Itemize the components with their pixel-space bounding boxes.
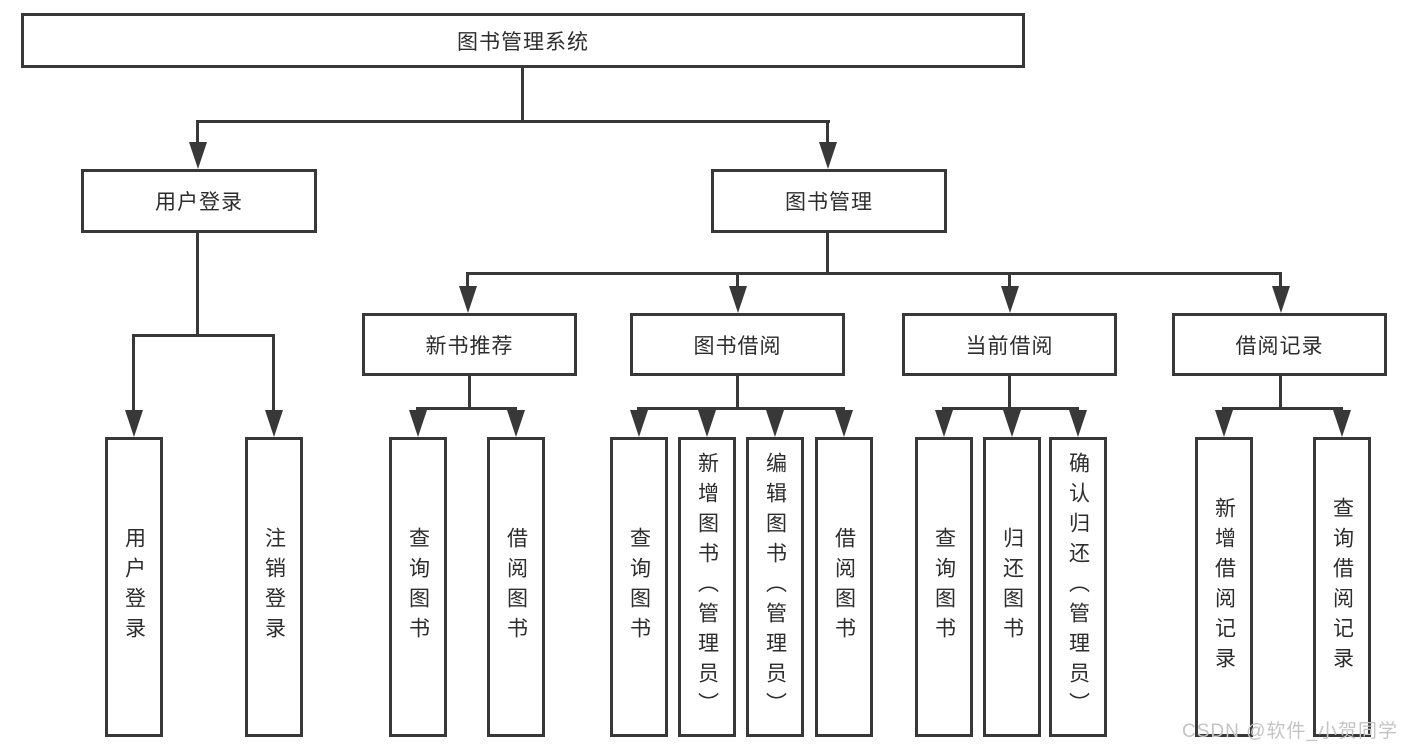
arrow-down-icon <box>459 286 477 313</box>
node-book-mgmt-label: 图书管理 <box>785 191 873 214</box>
node-user-login-label: 用户登录 <box>155 191 243 214</box>
arrow-down-icon <box>1333 410 1351 437</box>
connector-line <box>466 272 1282 275</box>
arrow-down-icon <box>630 410 648 437</box>
connector-line <box>826 233 829 275</box>
connector-line <box>132 334 275 337</box>
arrow-down-icon <box>1003 410 1021 437</box>
connector-line <box>1008 272 1011 290</box>
leaf-query-books-2: 查询图书 <box>610 437 668 737</box>
node-book-borrow: 图书借阅 <box>630 313 845 376</box>
arrow-down-icon <box>1069 410 1087 437</box>
connector-line <box>736 376 739 410</box>
node-current-borrow: 当前借阅 <box>902 313 1117 376</box>
arrow-down-icon <box>125 410 143 437</box>
leaf-label: 编辑图书（管理员） <box>763 452 787 722</box>
arrow-down-icon <box>409 410 427 437</box>
leaf-edit-books-admin: 编辑图书（管理员） <box>746 437 804 737</box>
arrow-down-icon <box>1215 410 1233 437</box>
leaf-logout: 注销登录 <box>245 437 303 737</box>
leaf-borrow-books-2: 借阅图书 <box>815 437 873 737</box>
leaf-label: 新增图书（管理员） <box>695 452 719 722</box>
leaf-label: 借阅图书 <box>504 527 528 647</box>
leaf-add-borrow-record: 新增借阅记录 <box>1195 437 1253 737</box>
arrow-down-icon <box>1001 286 1019 313</box>
node-user-login: 用户登录 <box>81 169 317 233</box>
leaf-label: 用户登录 <box>122 527 146 647</box>
node-current-borrow-label: 当前借阅 <box>965 334 1054 358</box>
arrow-down-icon <box>819 142 837 169</box>
connector-line <box>196 120 199 146</box>
arrow-down-icon <box>189 142 207 169</box>
leaf-label: 归还图书 <box>1000 527 1024 647</box>
leaf-confirm-return-admin: 确认归还（管理员） <box>1049 437 1107 737</box>
node-root: 图书管理系统 <box>21 13 1025 68</box>
node-book-mgmt: 图书管理 <box>711 169 947 233</box>
arrow-down-icon <box>265 410 283 437</box>
connector-line <box>1279 272 1282 290</box>
arrow-down-icon <box>698 410 716 437</box>
arrow-down-icon <box>729 286 747 313</box>
connector-line <box>826 120 829 146</box>
connector-line <box>1279 376 1282 410</box>
node-borrow-records: 借阅记录 <box>1172 313 1387 376</box>
connector-line <box>132 334 135 412</box>
connector-line <box>416 407 517 410</box>
leaf-label: 确认归还（管理员） <box>1066 452 1090 722</box>
connector-line <box>942 407 1079 410</box>
leaf-label: 新增借阅记录 <box>1212 497 1236 677</box>
connector-line <box>468 376 471 410</box>
arrow-down-icon <box>1272 286 1290 313</box>
arrow-down-icon <box>935 410 953 437</box>
connector-line <box>637 407 845 410</box>
leaf-label: 借阅图书 <box>832 527 856 647</box>
leaf-label: 查询图书 <box>406 527 430 647</box>
node-borrow-records-label: 借阅记录 <box>1235 334 1324 358</box>
leaf-user-login: 用户登录 <box>105 437 163 737</box>
connector-line <box>272 334 275 412</box>
arrow-down-icon <box>835 410 853 437</box>
leaf-label: 查询图书 <box>627 527 651 647</box>
leaf-add-books-admin: 新增图书（管理员） <box>678 437 736 737</box>
connector-line <box>1222 407 1343 410</box>
watermark: CSDN @软件_小贺同学 <box>1182 721 1398 742</box>
leaf-query-books-3: 查询图书 <box>915 437 973 737</box>
leaf-label: 查询借阅记录 <box>1330 497 1354 677</box>
connector-line <box>1008 376 1011 410</box>
arrow-down-icon <box>507 410 525 437</box>
connector-line <box>466 272 469 290</box>
node-book-borrow-label: 图书借阅 <box>693 334 782 358</box>
arrow-down-icon <box>766 410 784 437</box>
connector-line <box>196 233 199 337</box>
node-new-books-label: 新书推荐 <box>425 334 514 358</box>
node-root-label: 图书管理系统 <box>457 30 589 54</box>
leaf-query-books-1: 查询图书 <box>389 437 447 737</box>
node-new-books: 新书推荐 <box>362 313 577 376</box>
connector-line <box>196 120 830 123</box>
leaf-label: 查询图书 <box>932 527 956 647</box>
leaf-return-books: 归还图书 <box>983 437 1041 737</box>
connector-line <box>736 272 739 290</box>
connector-line <box>521 68 524 120</box>
leaf-label: 注销登录 <box>262 527 286 647</box>
leaf-borrow-books-1: 借阅图书 <box>487 437 545 737</box>
leaf-query-borrow-record: 查询借阅记录 <box>1313 437 1371 737</box>
